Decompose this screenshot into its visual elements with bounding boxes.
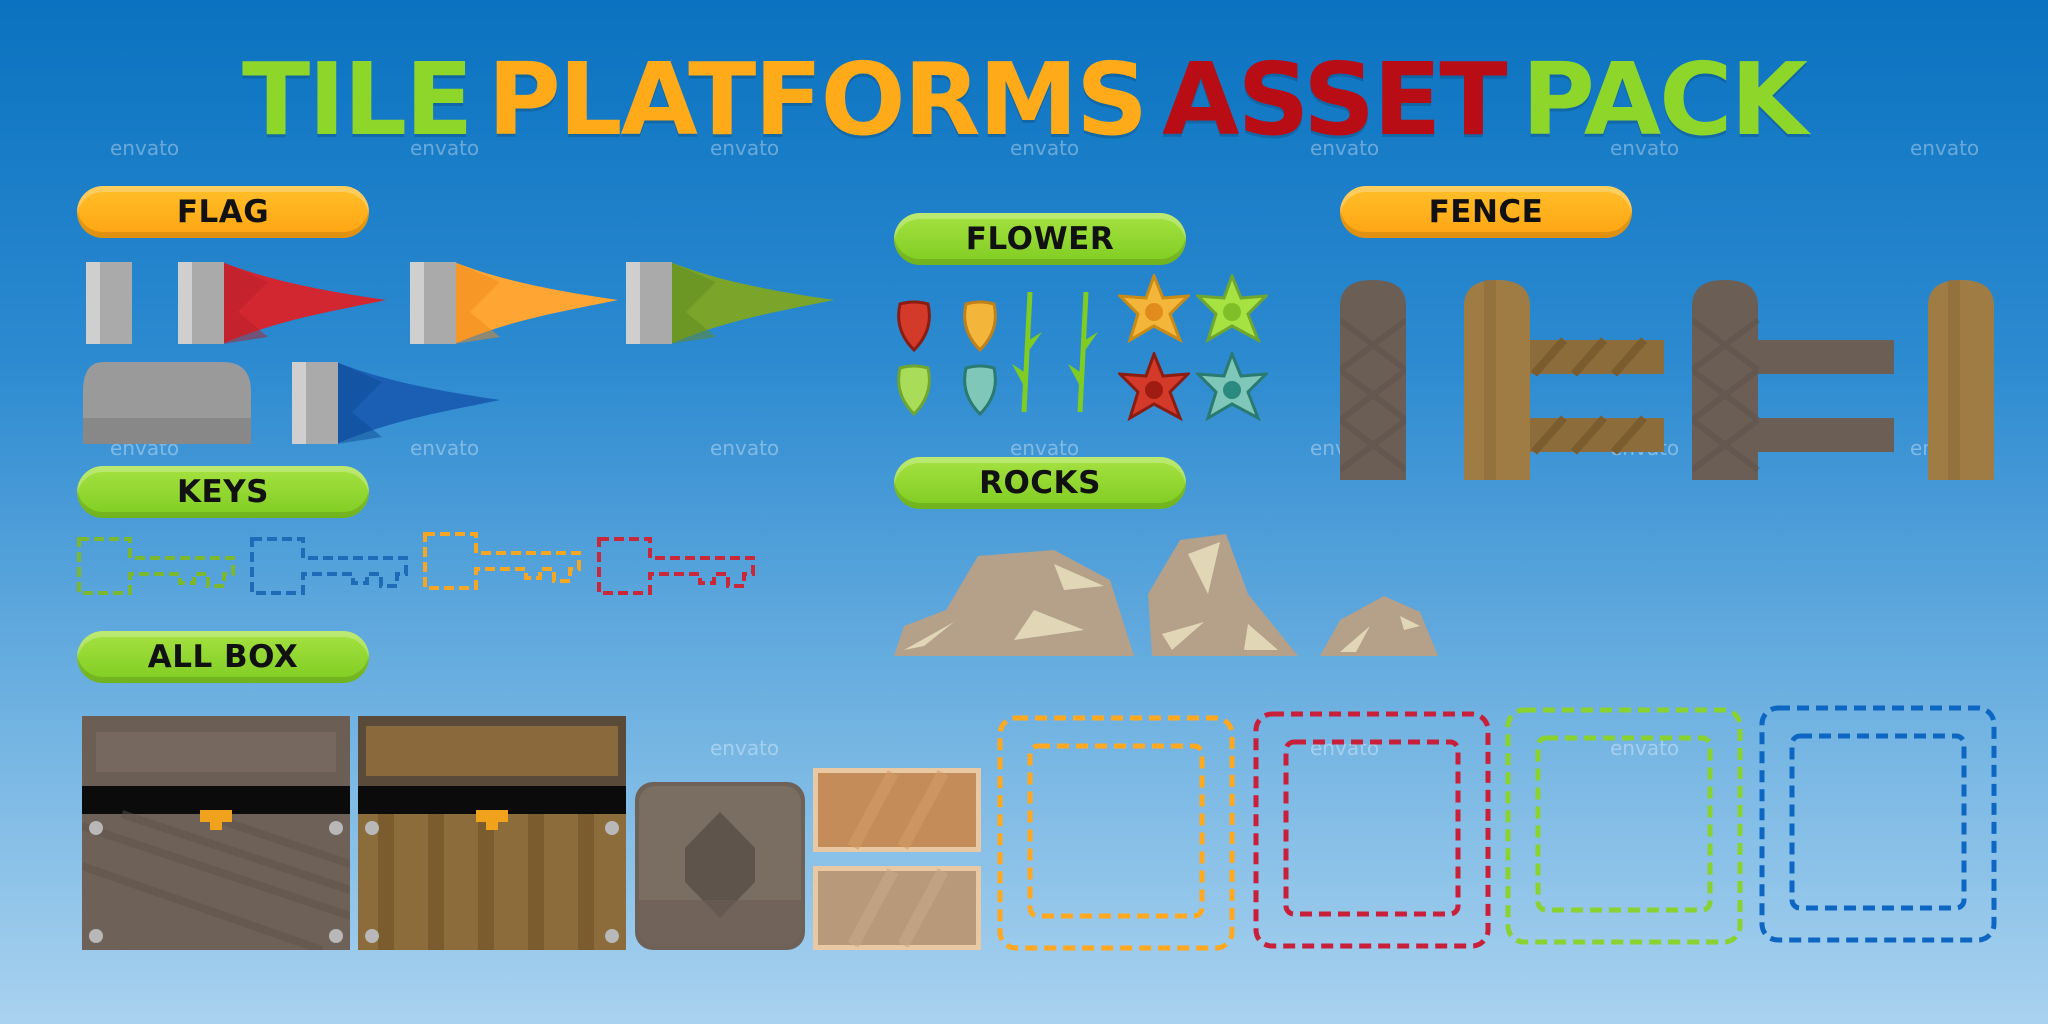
green-key-icon xyxy=(77,537,235,595)
watermark: envato xyxy=(710,736,780,760)
red-star-flower-icon xyxy=(1118,352,1190,422)
teal-flower-bud-icon xyxy=(963,364,997,416)
green-star-flower-icon xyxy=(1196,274,1268,344)
flag-pole-icon xyxy=(86,262,132,344)
wooden-chest-icon xyxy=(358,716,626,950)
title-word-tile: TILE xyxy=(241,41,473,158)
watermark: envato xyxy=(1010,136,1080,160)
dark-fence-section-icon xyxy=(1692,280,1894,480)
watermark: envato xyxy=(710,436,780,460)
stem-icon xyxy=(1012,292,1042,413)
orange-outline-box-icon xyxy=(997,715,1235,951)
blue-flag-icon xyxy=(292,362,500,444)
large-rock-icon xyxy=(894,550,1134,656)
wood-plank-top-icon xyxy=(813,768,981,852)
red-flower-bud-icon xyxy=(897,300,931,352)
stem-icon xyxy=(1068,292,1098,413)
wood-fence-section-icon xyxy=(1464,280,1664,480)
title-word-pack: PACK xyxy=(1521,41,1808,158)
flag-base-stone-icon xyxy=(83,362,251,444)
watermark: envato xyxy=(1010,436,1080,460)
all-box-section-label: ALL BOX xyxy=(77,631,369,683)
watermark: envato xyxy=(110,136,180,160)
blue-outline-box-icon xyxy=(1759,705,1997,943)
yellow-star-flower-icon xyxy=(1118,274,1190,344)
watermark: envato xyxy=(410,136,480,160)
watermark: envato xyxy=(1610,136,1680,160)
wood-plank-bottom-icon xyxy=(813,866,981,950)
flag-section-label: FLAG xyxy=(77,186,369,238)
dark-fence-post-icon xyxy=(1340,280,1406,480)
blue-key-icon xyxy=(250,537,408,595)
small-rock-icon xyxy=(1320,596,1438,656)
keys-section-label: KEYS xyxy=(77,466,369,518)
orange-flag-icon xyxy=(410,262,618,344)
dark-chest-icon xyxy=(82,716,350,950)
rocks-section-label: ROCKS xyxy=(894,457,1186,509)
red-key-icon xyxy=(597,537,755,595)
title-word-asset: ASSET xyxy=(1162,41,1507,158)
green-outline-box-icon xyxy=(1505,707,1743,945)
medium-rock-icon xyxy=(1148,534,1298,656)
watermark: envato xyxy=(710,136,780,160)
red-flag-icon xyxy=(178,262,386,344)
wood-fence-post-icon xyxy=(1928,280,1994,480)
light-green-flower-bud-icon xyxy=(897,364,931,416)
flower-section-label: FLOWER xyxy=(894,213,1186,265)
title-word-platforms: PLATFORMS xyxy=(487,41,1148,158)
fence-section-label: FENCE xyxy=(1340,186,1632,238)
watermark: envato xyxy=(410,436,480,460)
green-flag-icon xyxy=(626,262,834,344)
orange-key-icon xyxy=(423,532,581,590)
watermark: envato xyxy=(1310,136,1380,160)
yellow-flower-bud-icon xyxy=(963,300,997,352)
teal-star-flower-icon xyxy=(1196,352,1268,422)
red-outline-box-icon xyxy=(1253,711,1491,949)
stone-block-icon xyxy=(635,782,805,950)
watermark: envato xyxy=(1910,136,1980,160)
